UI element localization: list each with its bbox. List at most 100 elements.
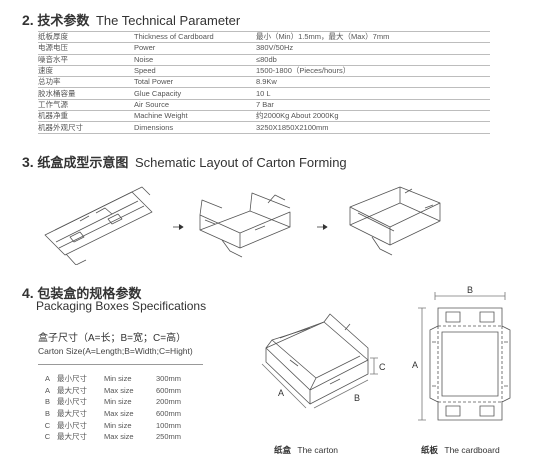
size-label-en: Min size — [104, 420, 132, 430]
section3-title-cn: 纸盒成型示意图 — [37, 155, 129, 170]
section4-number: 4. — [22, 285, 34, 301]
parameter-value: 3250X1850X2100mm — [256, 121, 490, 134]
arrow-1 — [173, 224, 184, 230]
section3-title-en: Schematic Layout of Carton Forming — [134, 155, 347, 170]
parameter-name-cn: 速度 — [38, 64, 134, 77]
size-label-en: Max size — [104, 432, 134, 442]
section4-heading: 4. 包装盒的规格参数 — [22, 283, 144, 302]
carton-label-b: B — [354, 393, 360, 403]
parameter-name-cn: 工作气源 — [38, 98, 134, 111]
size-value: 600mm — [156, 385, 182, 395]
parameter-name-en: Power — [134, 42, 256, 55]
size-label-cn: 最小尺寸 — [57, 397, 87, 407]
board-label-a: A — [412, 360, 418, 370]
size-label-en: Max size — [104, 409, 134, 419]
parameter-name-en: Dimensions — [134, 121, 256, 134]
size-value: 600mm — [156, 409, 182, 419]
parameter-value: 约2000Kg About 2000Kg — [256, 110, 490, 122]
size-label-en: Min size — [104, 397, 132, 407]
parameter-name-en: Total Power — [134, 76, 256, 88]
partially-folded-carton-drawing — [199, 192, 291, 258]
arrow-2 — [317, 224, 328, 230]
size-label-en: Max size — [104, 385, 134, 395]
carton-label-a: A — [278, 388, 284, 398]
section4-title-en: Packaging Boxes Specifications — [36, 299, 207, 313]
section3-heading: 3. 纸盒成型示意图 Schematic Layout of Carton Fo… — [22, 152, 347, 171]
parameter-name-cn: 胶水桶容量 — [38, 87, 134, 100]
carton-size-cn: 盒子尺寸（A=长；B=宽；C=高） — [38, 333, 187, 344]
parameter-value: 1500-1800（Pieces/hours） — [256, 64, 490, 77]
size-row: B 最大尺寸 Max size 600mm — [38, 408, 181, 420]
size-dimension-letter: B — [44, 397, 50, 407]
parameter-name-en: Machine Weight — [134, 110, 256, 122]
size-dimension-letter: C — [44, 420, 51, 430]
parameter-value: ≤80db — [256, 53, 490, 66]
section2-title-cn: 技术参数 — [37, 13, 90, 28]
carton-label-c: C — [379, 362, 386, 372]
size-dimension-letter: C — [44, 432, 51, 442]
parameter-name-cn: 总功率 — [38, 76, 134, 88]
size-row: A 最小尺寸 Min size 300mm — [38, 373, 181, 385]
parameter-name-cn: 电源电压 — [38, 42, 134, 55]
size-row: B 最小尺寸 Min size 200mm — [38, 396, 181, 408]
parameter-name-en: Air Source — [134, 98, 256, 111]
section2-title-en: The Technical Parameter — [95, 13, 241, 28]
caption-carton-cn: 纸盒 — [274, 445, 292, 455]
caption-cardboard-en: The cardboard — [444, 445, 500, 455]
caption-cardboard-cn: 纸板 — [421, 445, 439, 455]
board-label-b: B — [467, 285, 473, 295]
divider — [38, 364, 203, 365]
size-label-cn: 最大尺寸 — [57, 432, 87, 442]
section2-heading: 2. 技术参数 The Technical Parameter — [22, 10, 240, 29]
parameter-name-cn: 机器外观尺寸 — [38, 121, 134, 134]
size-dimension-letter: A — [44, 374, 50, 384]
section2-number: 2. — [22, 12, 34, 28]
parameter-name-cn: 机器净重 — [38, 110, 134, 122]
parameter-value: 7 Bar — [256, 98, 490, 111]
parameter-value: 8.9Kw — [256, 76, 490, 88]
parameter-name-en: Noise — [134, 53, 256, 66]
caption-carton-en: The carton — [297, 445, 339, 455]
size-value: 250mm — [156, 432, 182, 442]
flat-cardboard-drawing — [44, 186, 153, 265]
parameter-name-en: Glue Capacity — [134, 87, 256, 100]
size-label-cn: 最大尺寸 — [57, 409, 87, 419]
section4-title-cn: 包装盒的规格参数 — [37, 286, 142, 301]
carton-forming-diagram — [44, 186, 441, 265]
size-label-en: Min size — [104, 374, 132, 384]
size-label-cn: 最小尺寸 — [57, 420, 87, 430]
size-label-cn: 最大尺寸 — [57, 385, 87, 395]
caption-cardboard: 纸板 The cardboard — [421, 444, 500, 456]
size-value: 200mm — [156, 397, 182, 407]
caption-carton: 纸盒 The carton — [274, 444, 338, 456]
parameter-value: 380V/50Hz — [256, 42, 490, 55]
section3-number: 3. — [22, 154, 34, 170]
parameter-name-en: Speed — [134, 64, 256, 77]
size-dimension-letter: B — [44, 409, 50, 419]
size-value: 300mm — [156, 374, 182, 384]
parameter-name-cn: 纸板厚度 — [38, 30, 134, 43]
size-label-cn: 最小尺寸 — [57, 374, 87, 384]
parameter-name-en: Thickness of Cardboard — [134, 30, 256, 43]
formed-carton-drawing — [349, 186, 441, 256]
parameter-value: 10 L — [256, 87, 490, 100]
cardboard-drawing: B A — [412, 285, 511, 421]
carton-size-en: Carton Size(A=Length;B=Width;C=Hight) — [38, 346, 193, 356]
size-row: A 最大尺寸 Max size 600mm — [38, 385, 181, 397]
parameter-value: 最小（Min）1.5mm，最大（Max）7mm — [256, 30, 490, 43]
size-dimension-letter: A — [44, 385, 50, 395]
parameter-name-cn: 噪音水平 — [38, 53, 134, 66]
size-row: C 最大尺寸 Max size 250mm — [38, 431, 181, 443]
